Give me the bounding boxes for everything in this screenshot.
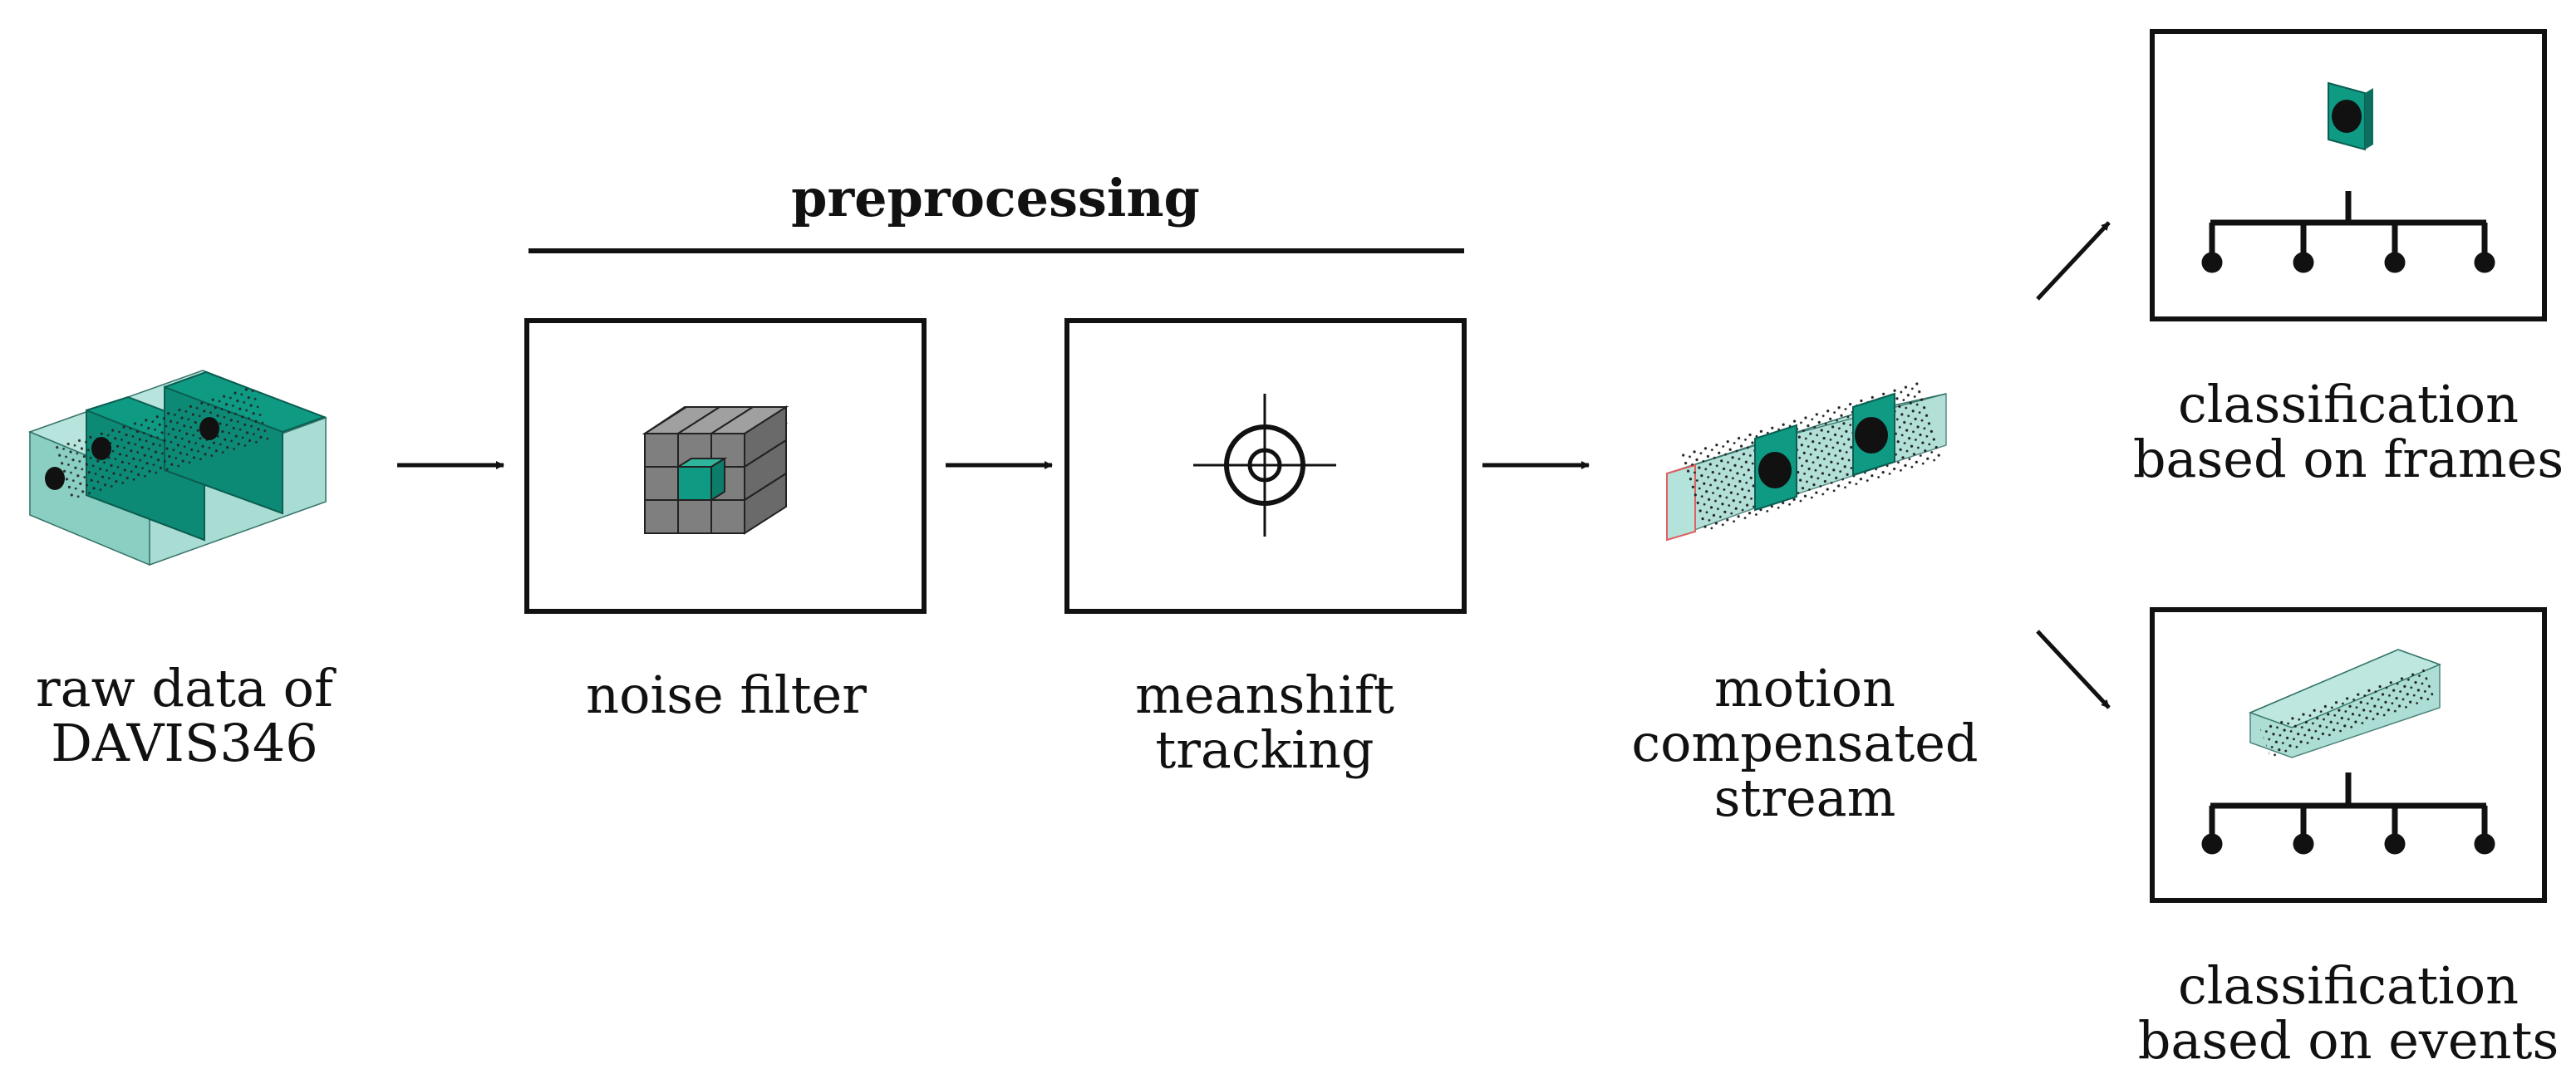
label-motion-line3: stream — [1713, 767, 1896, 828]
label-meanshift-line2: tracking — [1155, 719, 1374, 780]
classification-events-box — [2150, 607, 2547, 903]
label-raw-data-line2: DAVIS346 — [51, 713, 318, 773]
raw-data-block-icon — [27, 370, 328, 566]
crosshair-target-icon — [1193, 394, 1336, 537]
label-class-frames: classification based on frames — [2133, 377, 2564, 487]
preprocessing-title: preprocessing — [791, 168, 1200, 228]
event-stream-icon — [2248, 649, 2442, 759]
label-raw-data: raw data of DAVIS346 — [36, 661, 333, 771]
classification-frames-box — [2150, 29, 2547, 321]
label-class-frames-line2: based on frames — [2132, 429, 2564, 489]
label-noise-filter: noise filter — [586, 668, 867, 723]
label-class-events-line2: based on events — [2137, 1010, 2559, 1071]
noise-filter-cube-icon — [642, 405, 789, 535]
label-raw-data-line1: raw data of — [36, 658, 333, 718]
motion-stream-icon — [1666, 380, 1947, 542]
label-class-events-line1: classification — [2177, 955, 2519, 1016]
label-class-events: classification based on events — [2138, 959, 2559, 1068]
single-frame-icon — [2328, 81, 2373, 151]
label-noise-filter-line1: noise filter — [586, 665, 867, 725]
label-motion-line2: compensated — [1631, 713, 1979, 773]
label-motion-stream: motion compensated stream — [1631, 661, 1978, 826]
classifier-tree-icon-frames — [2201, 191, 2495, 273]
label-motion-line1: motion — [1713, 658, 1896, 718]
label-meanshift: meanshift tracking — [1135, 668, 1394, 777]
classifier-tree-icon-events — [2201, 772, 2495, 855]
arrow-to-class-frames — [2036, 221, 2111, 301]
label-class-frames-line1: classification — [2177, 374, 2519, 434]
arrow-to-class-events — [2036, 630, 2111, 709]
label-meanshift-line1: meanshift — [1135, 665, 1394, 725]
